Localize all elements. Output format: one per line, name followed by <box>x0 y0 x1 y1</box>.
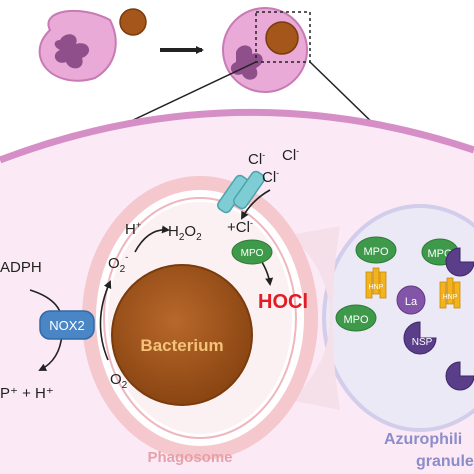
svg-text:MPO: MPO <box>343 314 369 326</box>
nox2-label: NOX2 <box>49 318 84 333</box>
superoxide-label: O2- <box>108 252 128 275</box>
granule-label-line1: Azurophili <box>384 431 462 448</box>
nox2-enzyme: NOX2 <box>39 310 95 340</box>
mpo-phagosome: MPO <box>231 239 273 265</box>
zoom-line-right <box>309 61 381 131</box>
proton-label: H+ <box>125 220 141 238</box>
chloride-channel <box>217 170 265 214</box>
nadph-label: ADPH <box>0 259 42 276</box>
small-bacterium <box>119 8 147 36</box>
svg-text:MPO: MPO <box>363 246 389 258</box>
hocl-label: HOCl <box>258 291 308 313</box>
granule-hnp-2: HNP <box>439 277 461 309</box>
svg-text:Cl-: Cl- <box>282 146 299 164</box>
phagocytosing-neutrophil <box>222 7 311 93</box>
oxygen-label: O2 <box>110 371 128 391</box>
engulfing-neutrophil <box>38 8 147 82</box>
granule-mpo-1: MPO <box>355 236 397 264</box>
svg-text:HNP: HNP <box>443 294 458 301</box>
bacterium-label: Bacterium <box>140 336 223 355</box>
chloride-ions: Cl- Cl- Cl- <box>248 146 299 186</box>
svg-text:HNP: HNP <box>369 284 384 291</box>
dismutation-arrow <box>134 225 170 253</box>
phagosome-label: Phagosome <box>147 449 232 466</box>
granule-label-line2: granule <box>416 453 474 470</box>
nadp-products-label: P⁺ + H⁺ <box>0 385 54 402</box>
chloride-influx-arrow <box>241 189 271 220</box>
chloride-plus-label: +Cl- <box>227 218 253 236</box>
zoom-box <box>255 11 311 63</box>
svg-text:La: La <box>405 296 418 308</box>
svg-text:Cl-: Cl- <box>262 168 279 186</box>
zoom-line-left <box>111 61 257 131</box>
granule-la: La <box>396 285 426 315</box>
svg-text:NSP: NSP <box>412 337 433 348</box>
bacterium <box>111 264 253 406</box>
granule-nsp-1: NSP <box>403 321 437 355</box>
nucleus <box>54 34 90 69</box>
plasma-membrane <box>0 108 474 164</box>
h2o2-label: H2O2 <box>168 223 202 243</box>
superoxide-arrow <box>99 280 112 361</box>
granule-nsp-3 <box>445 361 474 391</box>
svg-text:MPO: MPO <box>241 248 264 259</box>
svg-text:Cl-: Cl- <box>248 150 265 168</box>
granule-hnp-1: HNP <box>365 267 387 299</box>
granule-mpo-2: MPO <box>335 304 377 332</box>
fusion-bridge <box>290 226 340 410</box>
granule-nsp-2 <box>445 247 474 277</box>
